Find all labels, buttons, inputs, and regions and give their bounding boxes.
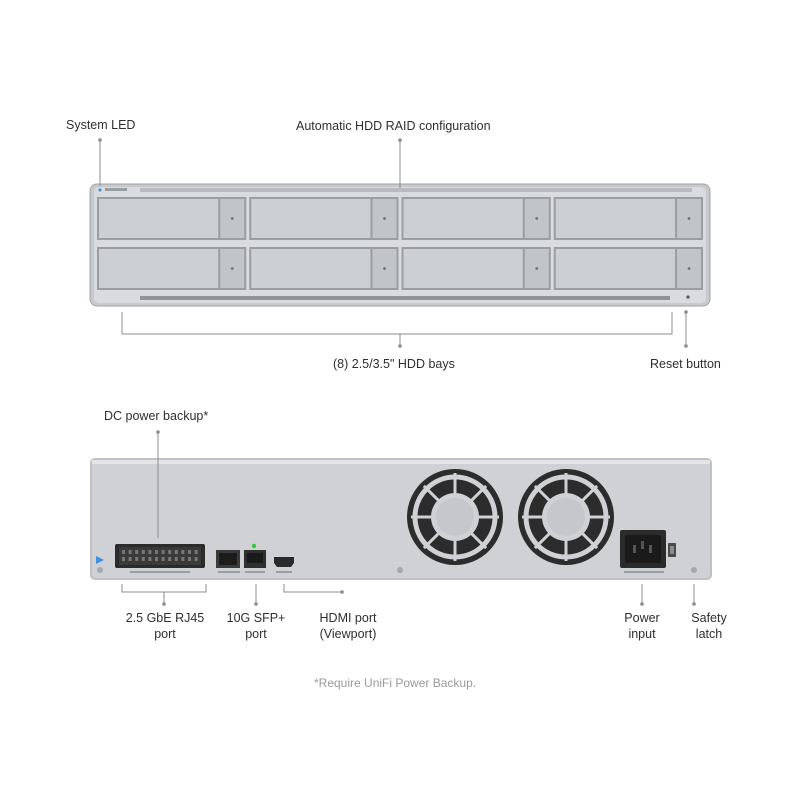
sfp-port: [244, 543, 266, 573]
hdd-bay[interactable]: [249, 197, 399, 240]
fan-grille: [518, 469, 614, 565]
raid-label: Automatic HDD RAID configuration: [296, 119, 491, 133]
rj45-label-line2: port: [154, 627, 176, 641]
link-led-icon: [251, 543, 257, 549]
power-input: [620, 530, 666, 573]
sfp-label-line2: port: [245, 627, 267, 641]
dc-power-connector: [115, 544, 205, 573]
safety-latch-label-line2: latch: [695, 627, 723, 641]
system-led-icon: [98, 188, 102, 192]
hdd-bay[interactable]: [401, 197, 551, 240]
fan-grille: [407, 469, 503, 565]
safety-latch-label-line1: Safety: [691, 611, 727, 625]
safety-latch-label: Safety latch: [674, 610, 744, 642]
reset-button-icon[interactable]: [686, 295, 690, 299]
power-input-label: Power input: [612, 610, 672, 642]
hdd-bay[interactable]: [97, 247, 247, 290]
hdmi-label-line2: (Viewport): [319, 627, 377, 641]
hdd-bays: [97, 197, 703, 290]
hdd-bays-label: (8) 2.5/3.5" HDD bays: [333, 357, 455, 371]
rear-fans: [407, 469, 614, 565]
hdmi-label: HDMI port (Viewport): [303, 610, 393, 642]
hdmi-label-line1: HDMI port: [319, 611, 377, 625]
sfp-label-line1: 10G SFP+: [226, 611, 286, 625]
hdd-bay[interactable]: [553, 197, 703, 240]
footnote: *Require UniFi Power Backup.: [314, 676, 477, 690]
hdd-bay[interactable]: [401, 247, 551, 290]
power-input-label-line2: input: [628, 627, 656, 641]
rear-leader-lines: [121, 432, 695, 604]
reset-button-label: Reset button: [650, 357, 721, 371]
safety-latch: [668, 543, 676, 557]
hdd-bay[interactable]: [97, 197, 247, 240]
hdmi-port: [274, 557, 294, 573]
hdd-bay[interactable]: [249, 247, 399, 290]
hdd-bay[interactable]: [553, 247, 703, 290]
front-leader-lines: [99, 140, 687, 346]
system-led-label: System LED: [66, 118, 136, 132]
rj45-port: [216, 550, 240, 573]
dc-power-label: DC power backup*: [104, 409, 209, 423]
rj45-label-line1: 2.5 GbE RJ45: [125, 611, 205, 625]
sfp-label: 10G SFP+ port: [216, 610, 296, 642]
rj45-label: 2.5 GbE RJ45 port: [104, 610, 226, 642]
power-input-label-line1: Power: [624, 611, 660, 625]
